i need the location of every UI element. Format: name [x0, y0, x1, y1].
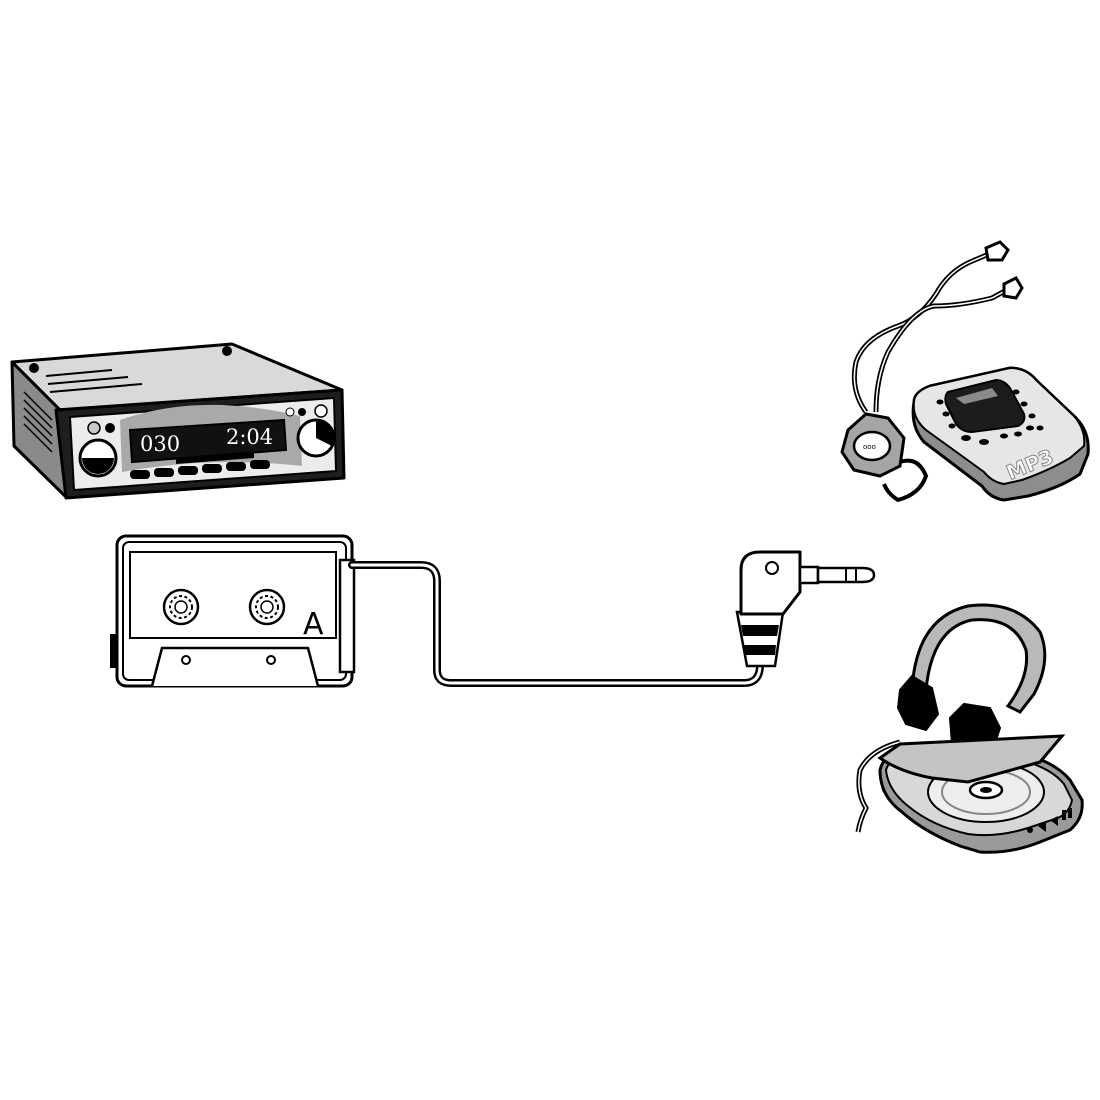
- radio-display: 030 2:04: [128, 418, 288, 464]
- cd-headphones: [896, 603, 1047, 758]
- radio-display-time: 2:04: [226, 425, 273, 449]
- audio-cable: [348, 561, 764, 687]
- cassette-left-reel: [162, 588, 200, 626]
- headphone-jack-plug: [735, 550, 876, 668]
- cassette-right-reel: [248, 588, 286, 626]
- cd-player: [855, 603, 1084, 854]
- cassette-side-label: A: [303, 607, 324, 642]
- mp3-remote: ooo: [840, 412, 906, 478]
- cassette-adapter: A: [110, 534, 356, 688]
- mp3-player: ooo MP3: [840, 240, 1090, 503]
- svg-text:ooo: ooo: [863, 443, 876, 451]
- mp3-earphones: [851, 240, 1024, 503]
- radio-preset-buttons: [130, 460, 270, 479]
- mp3-player-body: MP3: [911, 366, 1090, 502]
- car-radio: 030 2:04: [10, 342, 346, 500]
- radio-display-frequency: 030: [140, 432, 180, 456]
- cd-controls: [1027, 808, 1072, 833]
